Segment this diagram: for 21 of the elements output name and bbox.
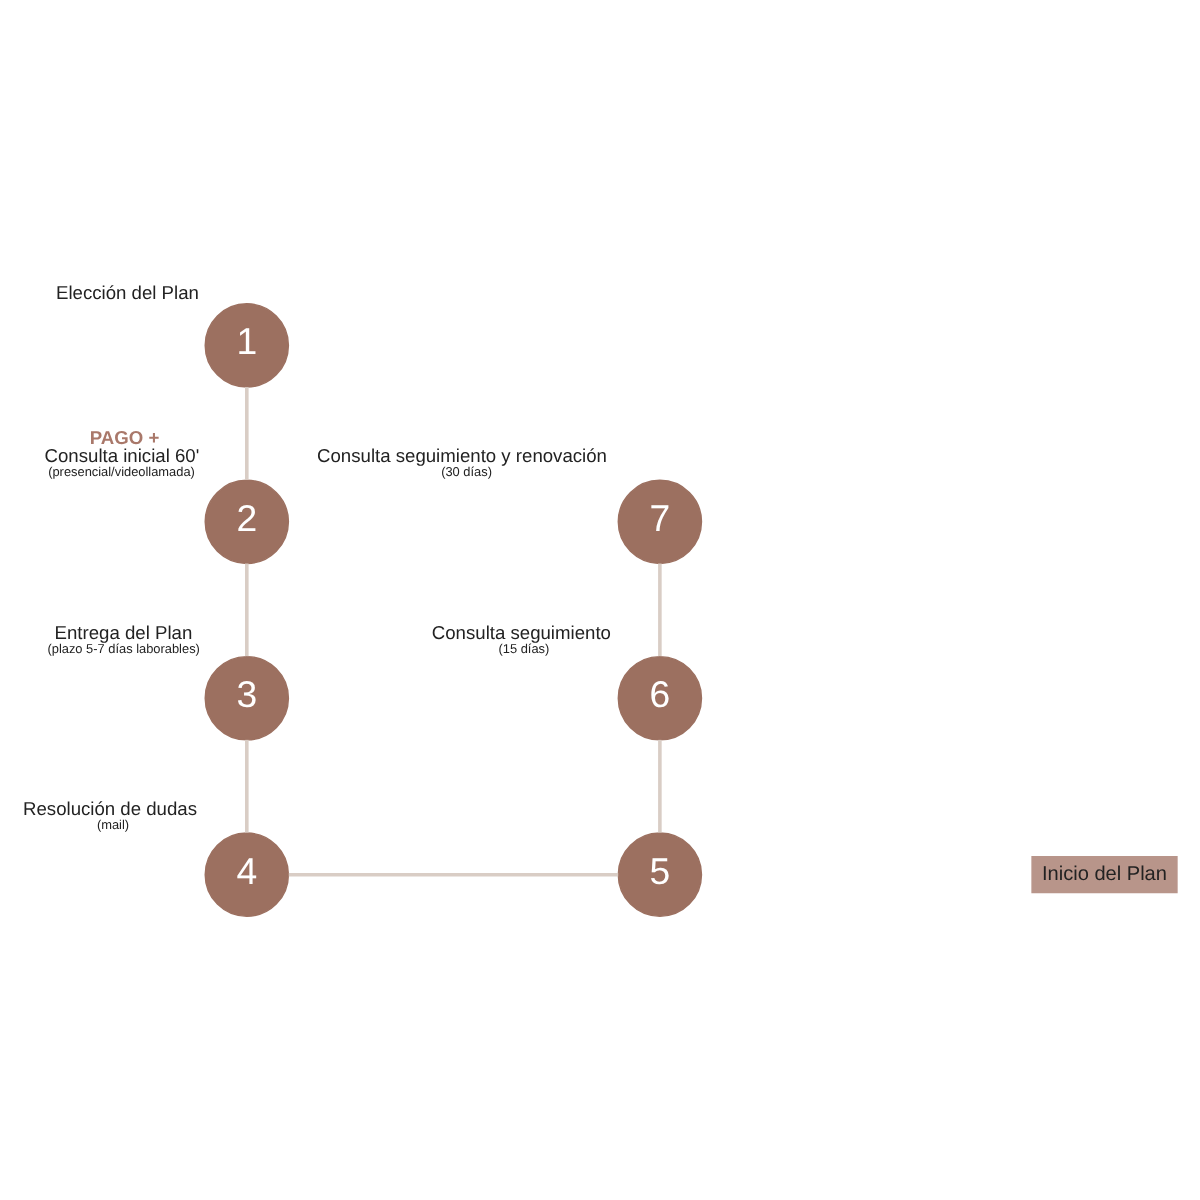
connector [658, 563, 662, 657]
connector [245, 563, 249, 657]
connector [658, 739, 662, 833]
node-circle: 3 [204, 655, 290, 741]
connector [245, 387, 249, 480]
node-label: PAGO + [89, 427, 160, 448]
node-circle: 2 [204, 479, 290, 565]
node-label: Elección del Plan [56, 282, 199, 303]
node-label: Entrega del Plan [54, 622, 193, 643]
node-circle: 5 [617, 832, 703, 917]
node-circle: 4 [204, 832, 290, 917]
node-circle: 1 [204, 303, 290, 388]
node-label: Resolución de dudas [23, 799, 198, 819]
node-circle: 6 [617, 655, 703, 741]
node-circle: 7 [617, 479, 703, 565]
node-label: Consulta seguimiento [431, 622, 611, 643]
node-box: Inicio del Plan [1031, 856, 1178, 894]
connector [245, 739, 249, 833]
connector [288, 872, 619, 877]
node-label: Consulta inicial 60' [44, 446, 200, 467]
node-label: Consulta seguimiento y renovación [317, 446, 607, 467]
